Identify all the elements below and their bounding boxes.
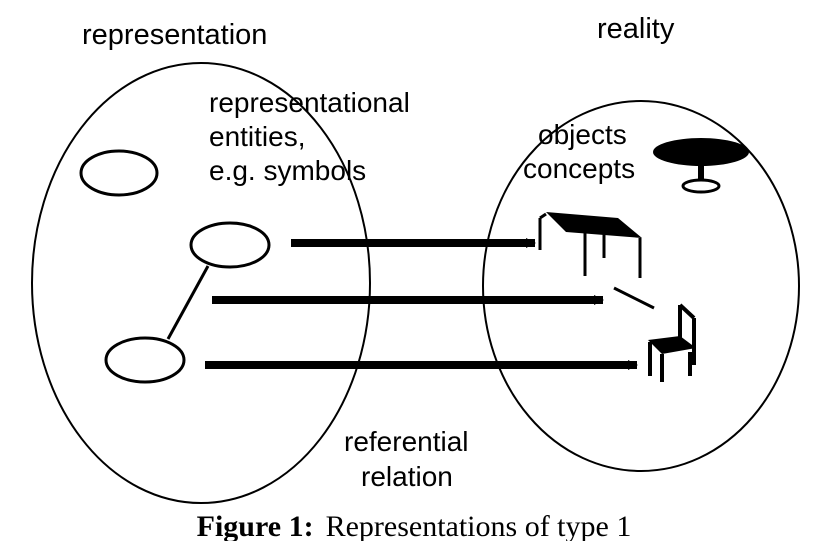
symbol-ellipse-bottom [104,336,186,384]
round-table-icon [653,138,749,194]
referential-line2: relation [361,461,453,492]
chair-icon [648,303,696,382]
symbol-link-line [166,265,210,340]
reality-ellipse [482,100,800,472]
table-icon [538,212,642,278]
concepts-label: concepts [523,153,635,184]
caption-prefix: Figure 1: [197,510,314,541]
objects-label: objects [538,119,627,150]
symbol-ellipse-middle [189,221,271,269]
rep-entities-line2: entities, [209,121,306,152]
representation-ellipse [31,62,371,504]
object-dash [613,286,655,310]
reality-title: reality [597,13,675,45]
referential-line1: referential [344,426,469,457]
rep-entities-line1: representational [209,87,410,118]
figure-caption: Figure 1: Representations of type 1 [197,510,632,541]
symbol-ellipse-top [79,149,159,197]
representation-title: representation [82,19,267,51]
rep-entities-line3: e.g. symbols [209,155,366,186]
caption-text: Representations of type 1 [326,510,632,541]
